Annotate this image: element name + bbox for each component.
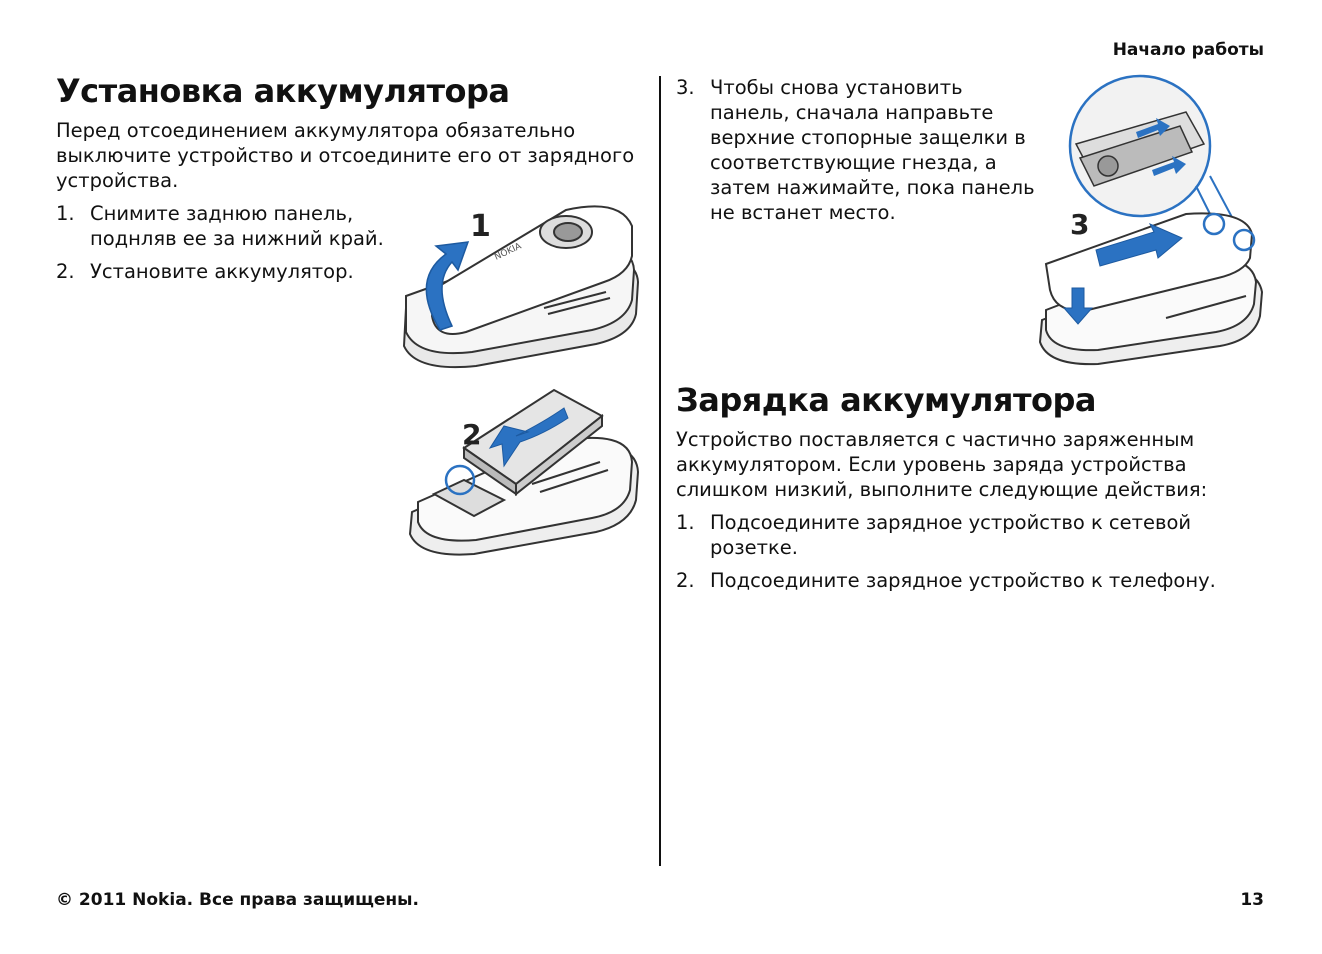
step-number: 1. [676,511,695,534]
slide-arrow-icon [1095,222,1183,267]
intro-battery-install: Перед отсоединением аккумулятора обязате… [56,119,635,192]
insert-arrow-icon [488,407,569,468]
cover-replace-steps: 3. Чтобы снова установить панель, сначал… [676,75,1036,233]
step-text: Подсоедините зарядное устройство к телеф… [710,569,1216,592]
copyright-notice: © 2011 Nokia. Все права защищены. [56,890,420,910]
insert-battery-illustration: 2 [408,388,640,556]
battery-install-steps: 1. Снимите заднюю панель, поднляв ее за … [56,201,386,292]
list-item: 2. Установите аккумулятор. [56,259,386,284]
step-number: 1. [56,202,75,225]
replace-back-cover-illustration: 3 [1038,74,1264,366]
step-label-2: 2 [462,418,481,451]
step-label-3: 3 [1070,208,1089,241]
step-number: 3. [676,76,695,99]
list-item: 1. Подсоедините зарядное устройство к се… [676,510,1276,560]
step-text: Снимите заднюю панель, поднляв ее за ниж… [90,202,384,250]
remove-back-cover-illustration: NOKIA 1 [402,205,640,369]
heading-battery-install: Установка аккумулятора [56,72,510,110]
step-text: Установите аккумулятор. [90,260,354,283]
contact-highlight-circle [444,464,476,496]
heading-battery-charging: Зарядка аккумулятора [676,381,1097,419]
battery-charging-steps: 1. Подсоедините зарядное устройство к се… [676,510,1276,601]
step-text: Подсоедините зарядное устройство к сетев… [710,511,1192,559]
step-number: 2. [56,260,75,283]
lift-arrow-icon [425,241,470,331]
step-number: 2. [676,569,695,592]
list-item: 2. Подсоедините зарядное устройство к те… [676,568,1276,593]
running-header: Начало работы [1112,40,1264,60]
list-item: 3. Чтобы снова установить панель, сначал… [676,75,1036,225]
column-divider [659,76,661,866]
latch-highlight-circle [1232,228,1256,252]
page-number: 13 [1240,890,1264,910]
latch-highlight-circle [1202,212,1226,236]
step-text: Чтобы снова установить панель, сначала н… [710,76,1035,224]
list-item: 1. Снимите заднюю панель, поднляв ее за … [56,201,386,251]
press-arrow-icon [1062,287,1094,325]
step-label-1: 1 [470,209,491,244]
intro-battery-charging: Устройство поставляется с частично заряж… [676,428,1208,501]
